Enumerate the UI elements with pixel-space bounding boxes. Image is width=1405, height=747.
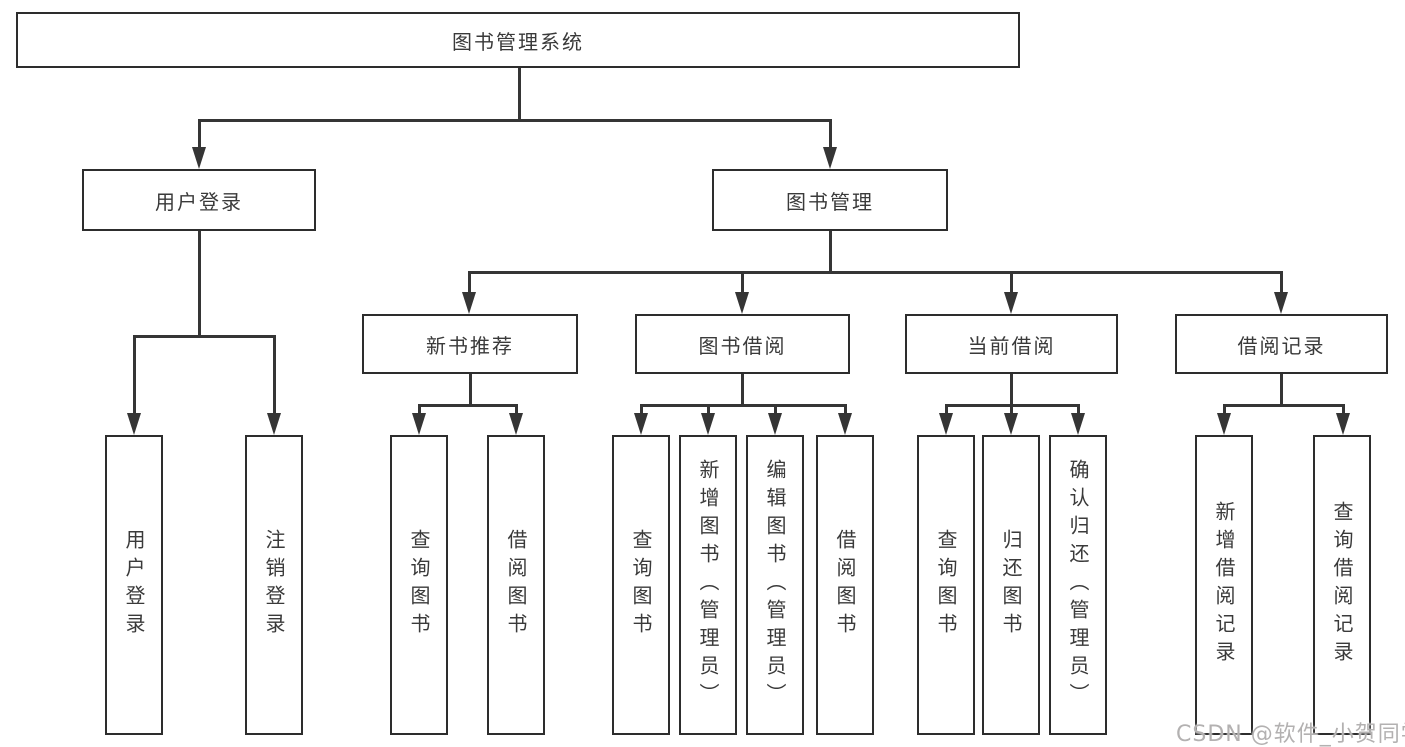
- leaf-logout: 注销登录: [245, 435, 303, 735]
- connector-line: [468, 271, 1282, 274]
- connector-line: [1342, 404, 1345, 415]
- csdn-watermark: CSDN @软件_小贺同学: [1176, 722, 1405, 747]
- node-label: 当前借阅: [967, 333, 1056, 358]
- connector-line: [1010, 374, 1013, 406]
- arrow-down-icon: [701, 413, 715, 435]
- node-book-borrow: 图书借阅: [635, 314, 850, 374]
- connector-line: [829, 231, 832, 273]
- arrow-down-icon: [127, 413, 141, 435]
- arrow-down-icon: [1274, 292, 1288, 314]
- leaf-label: 查询图书: [407, 529, 431, 641]
- arrow-down-icon: [412, 413, 426, 435]
- node-label: 图书管理: [786, 189, 874, 214]
- connector-line: [418, 404, 517, 407]
- arrow-down-icon: [1004, 292, 1018, 314]
- leaf-label: 借阅图书: [833, 529, 857, 641]
- arrow-down-icon: [939, 413, 953, 435]
- node-label: 新书推荐: [426, 333, 514, 358]
- connector-line: [741, 374, 744, 406]
- leaf-borrow-books: 借阅图书: [816, 435, 874, 735]
- connector-line: [518, 68, 521, 121]
- leaf-label: 确认归还（管理员）: [1066, 459, 1090, 711]
- connector-line: [829, 119, 832, 150]
- connector-line: [515, 404, 518, 415]
- leaf-label: 归还图书: [999, 529, 1023, 641]
- node-new-book-recommend: 新书推荐: [362, 314, 578, 374]
- connector-line: [198, 231, 201, 337]
- leaf-label: 注销登录: [262, 529, 286, 641]
- node-book-management: 图书管理: [712, 169, 948, 231]
- node-user-login: 用户登录: [82, 169, 316, 231]
- connector-line: [945, 404, 948, 415]
- leaf-confirm-return-admin: 确认归还（管理员）: [1049, 435, 1107, 735]
- leaf-query-borrow-record: 查询借阅记录: [1313, 435, 1371, 735]
- leaf-user-login: 用户登录: [105, 435, 163, 735]
- arrow-down-icon: [462, 292, 476, 314]
- connector-line: [133, 335, 136, 413]
- arrow-down-icon: [192, 147, 206, 169]
- leaf-return-books: 归还图书: [982, 435, 1040, 735]
- connector-line: [1077, 404, 1080, 415]
- connector-line: [133, 335, 275, 338]
- leaf-borrow-books-recommend: 借阅图书: [487, 435, 545, 735]
- connector-line: [741, 271, 744, 294]
- node-borrow-record: 借阅记录: [1175, 314, 1388, 374]
- connector-line: [1223, 404, 1226, 415]
- connector-line: [1010, 271, 1013, 294]
- arrow-down-icon: [1004, 413, 1018, 435]
- leaf-label: 新增图书（管理员）: [696, 459, 720, 711]
- connector-line: [1280, 374, 1283, 406]
- connector-line: [1223, 404, 1343, 407]
- connector-line: [640, 404, 846, 407]
- leaf-edit-books-admin: 编辑图书（管理员）: [746, 435, 804, 735]
- node-current-borrow: 当前借阅: [905, 314, 1118, 374]
- connector-line: [707, 404, 710, 415]
- connector-line: [198, 119, 831, 122]
- leaf-label: 用户登录: [122, 529, 146, 641]
- leaf-label: 查询图书: [934, 529, 958, 641]
- connector-line: [198, 119, 201, 150]
- connector-line: [774, 404, 777, 415]
- leaf-label: 查询图书: [629, 529, 653, 641]
- connector-line: [640, 404, 643, 415]
- connector-line: [418, 404, 421, 415]
- leaf-label: 借阅图书: [504, 529, 528, 641]
- node-book-management-system: 图书管理系统: [16, 12, 1020, 68]
- arrow-down-icon: [1217, 413, 1231, 435]
- node-label: 图书管理系统: [452, 29, 584, 54]
- leaf-add-borrow-record: 新增借阅记录: [1195, 435, 1253, 735]
- connector-line: [1280, 271, 1283, 294]
- arrow-down-icon: [768, 413, 782, 435]
- arrow-down-icon: [823, 147, 837, 169]
- leaf-label: 编辑图书（管理员）: [763, 459, 787, 711]
- connector-line: [273, 335, 276, 413]
- arrow-down-icon: [267, 413, 281, 435]
- node-label: 用户登录: [155, 189, 243, 214]
- node-label: 借阅记录: [1237, 333, 1326, 358]
- leaf-label: 查询借阅记录: [1330, 501, 1354, 669]
- node-label: 图书借阅: [698, 333, 787, 358]
- leaf-query-books-borrow: 查询图书: [612, 435, 670, 735]
- arrow-down-icon: [1336, 413, 1350, 435]
- arrow-down-icon: [838, 413, 852, 435]
- arrow-down-icon: [735, 292, 749, 314]
- arrow-down-icon: [509, 413, 523, 435]
- leaf-query-books-recommend: 查询图书: [390, 435, 448, 735]
- connector-line: [844, 404, 847, 415]
- leaf-query-books-current: 查询图书: [917, 435, 975, 735]
- arrow-down-icon: [634, 413, 648, 435]
- connector-line: [1010, 404, 1013, 415]
- leaf-label: 新增借阅记录: [1212, 501, 1236, 669]
- leaf-add-books-admin: 新增图书（管理员）: [679, 435, 737, 735]
- arrow-down-icon: [1071, 413, 1085, 435]
- connector-line: [468, 271, 471, 294]
- connector-line: [469, 374, 472, 406]
